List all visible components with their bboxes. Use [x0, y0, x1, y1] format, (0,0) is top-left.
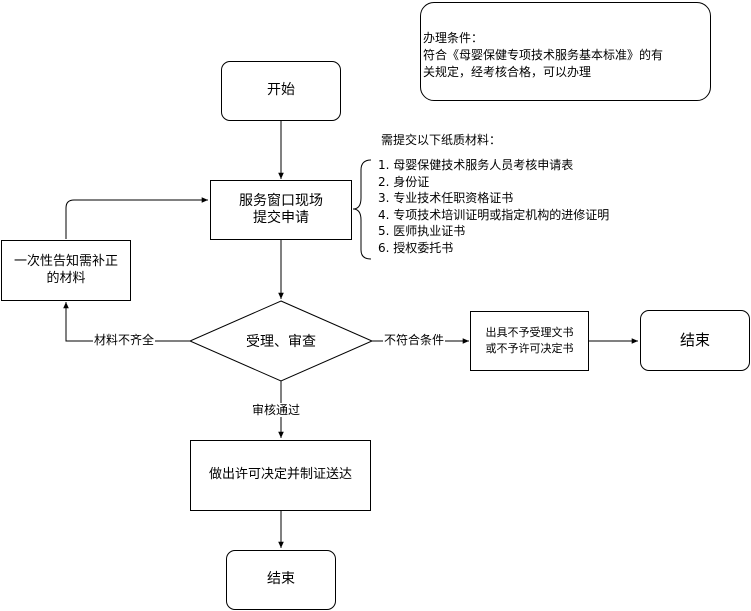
- notify-node: 一次性告知需补正 的材料: [1, 240, 131, 301]
- materials-list: 1. 母婴保健技术服务人员考核申请表 2. 身份证 3. 专业技术任职资格证书 …: [378, 157, 609, 256]
- end-right-label: 结束: [679, 331, 710, 350]
- conditions-text-1: 符合《母婴保健专项技术服务基本标准》的有: [423, 48, 664, 62]
- apply-label-1: 服务窗口现场: [239, 192, 323, 209]
- edge-notify-to-apply: [65, 197, 208, 239]
- edge-label-not-qualified: 不符合条件: [383, 333, 446, 348]
- reject-node: 出具不予受理文书 或不予许可决定书: [470, 311, 589, 371]
- review-label: 受理、审查: [246, 334, 316, 350]
- edge-label-incomplete: 材料不齐全: [93, 333, 156, 348]
- end-node-right: 结束: [640, 310, 750, 371]
- materials-brace: [352, 159, 372, 260]
- materials-item: 2. 身份证: [378, 174, 430, 189]
- end-bottom-label: 结束: [267, 571, 295, 588]
- approve-node: 做出许可决定并制证送达: [190, 440, 371, 511]
- materials-item: 1. 母婴保健技术服务人员考核申请表: [378, 158, 574, 172]
- notify-label-1: 一次性告知需补正: [13, 254, 118, 270]
- reject-label-2: 或不予许可决定书: [485, 342, 574, 355]
- apply-label-2: 提交申请: [253, 210, 309, 226]
- reject-label-1: 出具不予受理文书: [485, 326, 574, 339]
- materials-item: 5. 医师执业证书: [378, 224, 466, 238]
- edge-label-passed: 审核通过: [251, 403, 302, 418]
- notify-label-2: 的材料: [46, 270, 86, 286]
- materials-item: 4. 专项技术培训证明或指定机构的进修证明: [378, 207, 610, 222]
- materials-title: 需提交以下纸质材料：: [381, 133, 502, 147]
- approve-label: 做出许可决定并制证送达: [208, 467, 352, 483]
- end-node-bottom: 结束: [226, 550, 336, 610]
- conditions-text-2: 关规定，经考核合格，可以办理: [423, 65, 592, 79]
- apply-node: 服务窗口现场 提交申请: [210, 180, 352, 240]
- start-label: 开始: [267, 82, 295, 99]
- conditions-title: 办理条件：: [423, 31, 484, 45]
- materials-item: 3. 专业技术任职资格证书: [378, 191, 514, 205]
- materials-item: 6. 授权委托书: [378, 240, 454, 255]
- start-node: 开始: [221, 61, 341, 121]
- conditions-note: 办理条件： 符合《母婴保健专项技术服务基本标准》的有 关规定，经考核合格，可以办…: [420, 2, 711, 101]
